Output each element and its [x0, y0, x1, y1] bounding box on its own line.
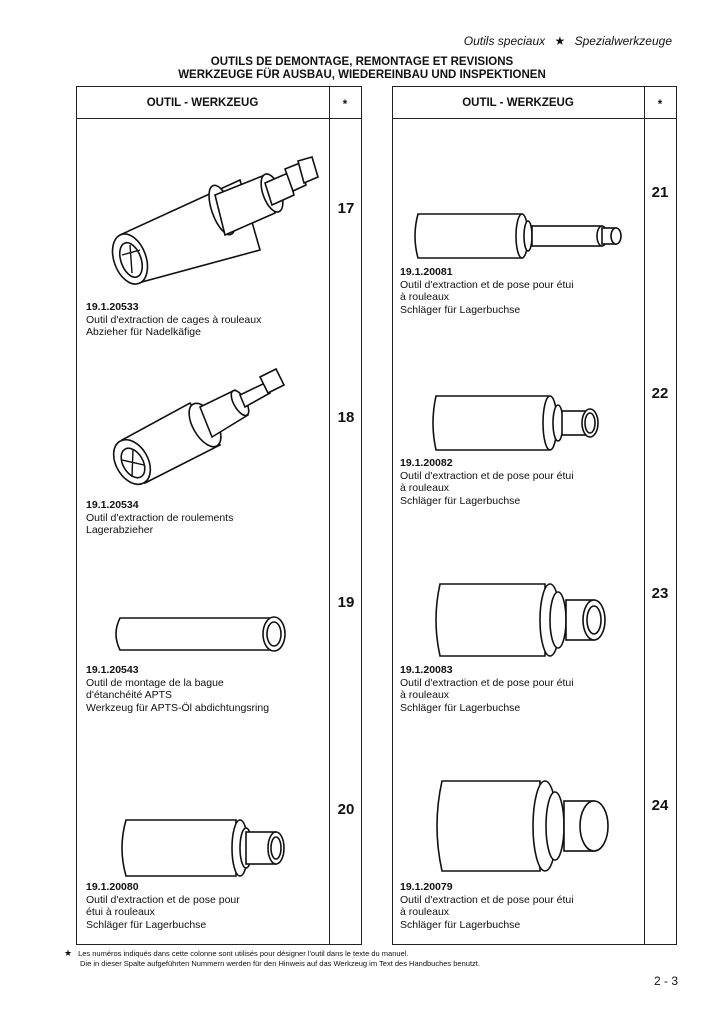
page-title-fr: OUTILS DE DEMONTAGE, REMONTAGE ET REVISI…: [210, 56, 514, 68]
page-header: Outils speciaux ★ Spezialwerkzeuge: [464, 34, 672, 48]
tool-code: 19.1.20079: [400, 881, 453, 893]
tool-description: 19.1.20534 Outil d'extraction de rouleme…: [86, 499, 233, 537]
header-de: Spezialwerkzeuge: [574, 34, 672, 48]
tool-number: 19: [337, 594, 355, 611]
tool-code: 19.1.20533: [86, 301, 139, 313]
tool-number: 21: [651, 184, 669, 201]
needle-cage-puller-icon: [111, 156, 319, 285]
tool-number: 17: [337, 200, 355, 217]
seal-ring-tube-icon: [115, 616, 286, 652]
tool-line: à rouleaux: [400, 291, 450, 303]
tool-description: 19.1.20083 Outil d'extraction et de pose…: [400, 664, 574, 714]
footnote-star: ★: [64, 948, 73, 958]
tool-line: Outil d'extraction et de pose pour: [86, 893, 240, 906]
right-table-divider: [644, 86, 645, 945]
tool-line: à rouleaux: [400, 482, 450, 494]
left-table: [76, 86, 362, 945]
tool-code: 19.1.20083: [400, 664, 453, 676]
right-star-header: *: [657, 99, 663, 111]
tool-line: Lagerabzieher: [86, 524, 154, 536]
driver-20080-icon: [121, 819, 285, 877]
tool-description: 19.1.20080 Outil d'extraction et de pose…: [86, 881, 240, 931]
tool-line: Schläger für Lagerbuchse: [86, 918, 207, 931]
tool-line: Schläger für Lagerbuchse: [400, 303, 521, 316]
tool-code: 19.1.20543: [86, 664, 139, 676]
page-title-de: WERKZEUGE FÜR AUSBAU, WIEDEREINBAU UND I…: [178, 69, 546, 81]
tool-line: Schläger für Lagerbuchse: [400, 918, 521, 931]
tool-number: 22: [651, 385, 669, 402]
tool-line: Abzieher für Nadelkäfige: [86, 326, 201, 338]
left-star-header: *: [342, 99, 348, 111]
tool-line: Outil d'extraction et de pose pour étui: [400, 893, 574, 906]
tool-description: 19.1.20543 Outil de montage de la bague …: [86, 664, 269, 714]
header-fr: Outils speciaux: [463, 34, 546, 48]
page-number: 2 - 3: [653, 974, 678, 988]
left-table-header-rule: [76, 118, 362, 119]
tool-description: 19.1.20079 Outil d'extraction et de pose…: [400, 881, 574, 931]
tool-line: à rouleaux: [400, 689, 450, 701]
tool-line: Werkzeug für APTS-Öl abdichtungsring: [86, 701, 270, 714]
tool-code: 19.1.20534: [86, 499, 139, 511]
tool-line: Outil d'extraction de roulements: [86, 511, 234, 524]
bearing-puller-icon: [112, 367, 286, 486]
tool-line: Schläger für Lagerbuchse: [400, 494, 521, 507]
right-table-header-rule: [392, 118, 677, 119]
footnote-fr: Les numéros indiqués dans cette colonne …: [78, 949, 409, 958]
tool-code: 19.1.20081: [400, 266, 453, 278]
footnote: ★ Les numéros indiqués dans cette colonne…: [64, 948, 480, 969]
tool-description: 19.1.20533 Outil d'extraction de cages à…: [86, 301, 261, 339]
driver-20083-icon: [435, 583, 606, 657]
tool-line: étui à rouleaux: [86, 906, 155, 918]
tool-line: Outil d'extraction et de pose pour étui: [400, 469, 574, 482]
tool-line: Outil d'extraction et de pose pour étui: [400, 278, 574, 291]
driver-20082-icon: [432, 395, 599, 451]
tool-description: 19.1.20082 Outil d'extraction et de pose…: [400, 457, 574, 507]
header-star: ★: [554, 34, 566, 48]
driver-20079-icon: [436, 780, 609, 872]
tool-line: d'étanchéité APTS: [86, 689, 173, 701]
tool-line: à rouleaux: [400, 906, 450, 918]
left-table-divider: [329, 86, 330, 945]
driver-20081-icon: [414, 213, 622, 259]
tool-line: Schläger für Lagerbuchse: [400, 701, 521, 714]
tool-line: Outil d'extraction et de pose pour étui: [400, 676, 574, 689]
tool-code: 19.1.20080: [86, 881, 139, 893]
tool-number: 18: [337, 409, 355, 426]
tool-number: 24: [651, 797, 669, 814]
tool-description: 19.1.20081 Outil d'extraction et de pose…: [400, 266, 574, 316]
tool-line: Outil de montage de la bague: [86, 676, 224, 689]
tool-number: 20: [337, 801, 355, 818]
right-column-header: OUTIL - WERKZEUG: [462, 97, 574, 109]
left-column-header: OUTIL - WERKZEUG: [146, 97, 259, 109]
tool-code: 19.1.20082: [400, 457, 453, 469]
tool-number: 23: [651, 585, 669, 602]
right-table: [392, 86, 677, 945]
tool-line: Outil d'extraction de cages à rouleaux: [86, 313, 262, 326]
footnote-de: Die in dieser Spalte aufgeführten Nummer…: [80, 959, 480, 968]
